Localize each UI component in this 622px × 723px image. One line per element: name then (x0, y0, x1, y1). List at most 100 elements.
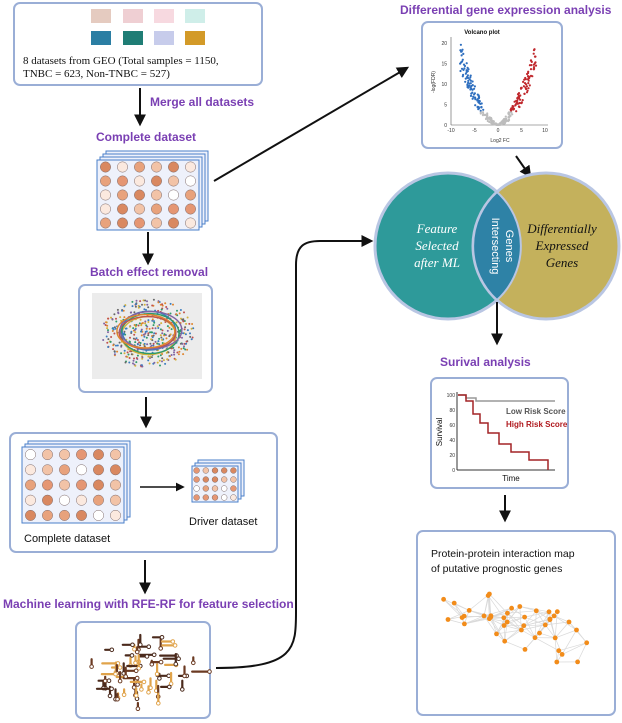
sample-cell (110, 449, 121, 461)
batch-point (156, 342, 159, 345)
batch-point (141, 303, 143, 306)
volcano-point (473, 87, 476, 90)
circuit-node (109, 647, 115, 653)
batch-point (151, 331, 153, 334)
batch-point (128, 361, 131, 364)
dataset-card (96, 159, 200, 231)
volcano-point (477, 94, 480, 97)
sample-cell (100, 217, 111, 229)
volcano-point (464, 77, 467, 80)
sample-cell (134, 203, 145, 215)
batch-point (165, 337, 168, 340)
circuit-node (130, 642, 135, 648)
volcano-point (477, 108, 480, 111)
volcano-points (459, 43, 538, 127)
batch-point (115, 344, 117, 347)
batch-point (135, 299, 138, 302)
batch-point (123, 352, 126, 355)
volcano-point (473, 85, 476, 88)
sample-cell (100, 203, 111, 215)
batch-point (181, 342, 184, 345)
batch-point (166, 329, 169, 332)
batch-point (183, 345, 185, 348)
batch-point (182, 347, 185, 350)
batch-point (184, 348, 187, 351)
batch-point (164, 302, 167, 305)
volcano-point (467, 79, 470, 82)
batch-point (131, 305, 134, 308)
sample-cell (117, 217, 128, 229)
volcano-point (512, 105, 515, 108)
volcano-point (466, 70, 469, 73)
dataset-swatch (91, 31, 111, 45)
ppi-node (462, 621, 467, 627)
batch-point (163, 333, 166, 336)
ppi-edge (468, 593, 490, 611)
batch-point (139, 318, 142, 321)
volcano-point (524, 78, 528, 81)
volcano-point (473, 93, 476, 96)
batch-point (140, 324, 143, 327)
volcano-point (511, 113, 514, 116)
sample-cell (230, 494, 237, 501)
volcano-point (466, 85, 469, 89)
batch-point (181, 318, 184, 321)
sample-cell (110, 494, 121, 506)
circuit-node (115, 696, 120, 702)
ppi-edge (506, 606, 521, 623)
batch-point (105, 321, 107, 324)
batch-point (158, 337, 161, 340)
volcano-point (477, 99, 480, 102)
batch-point (153, 361, 156, 364)
batch-point (147, 355, 150, 358)
sample-cell (100, 161, 111, 173)
batch-point (112, 348, 115, 351)
batch-point (143, 335, 146, 338)
ppi-edge (447, 619, 465, 625)
sample-cell (76, 479, 87, 491)
sample-cell (100, 189, 111, 201)
batch-point (132, 327, 135, 330)
dataset-swatch (185, 9, 205, 23)
batch-point (105, 335, 108, 338)
sample-cell (25, 509, 36, 521)
merge-label: Merge all datasets (150, 95, 254, 109)
sample-cell (117, 203, 128, 215)
volcano-point (527, 71, 530, 75)
ppi-edge (483, 595, 489, 616)
batch-point (186, 348, 189, 351)
batch-point (152, 324, 155, 327)
batch-point (134, 331, 137, 334)
volcano-point (486, 112, 489, 115)
high-risk-curve (458, 394, 549, 470)
ppi-edge (558, 642, 587, 652)
volcano-point (469, 79, 472, 82)
batch-point (111, 330, 114, 332)
volcano-point (507, 119, 511, 122)
volcano-point (523, 92, 526, 95)
ppi-edge (549, 619, 556, 638)
batch-point (161, 332, 164, 335)
batch-point (133, 329, 136, 331)
ppi-edge (511, 607, 525, 618)
batch-point (106, 324, 109, 327)
batch-point (132, 337, 135, 340)
batch-point (107, 331, 109, 334)
batch-point (182, 332, 185, 335)
batch-point (184, 326, 187, 329)
complete-dataset-grid-2 (21, 440, 131, 524)
batch-point (157, 355, 160, 358)
batch-point (128, 340, 131, 343)
batch-point (186, 329, 189, 332)
ppi-node (488, 614, 494, 620)
batch-point (146, 303, 149, 306)
batch-point (143, 345, 146, 348)
batch-point (172, 303, 174, 306)
batch-scatter (102, 298, 195, 368)
volcano-to-venn-arrow (515, 155, 532, 178)
volcano-point (527, 76, 530, 79)
ppi-node (519, 627, 524, 633)
volcano-point (527, 82, 530, 85)
